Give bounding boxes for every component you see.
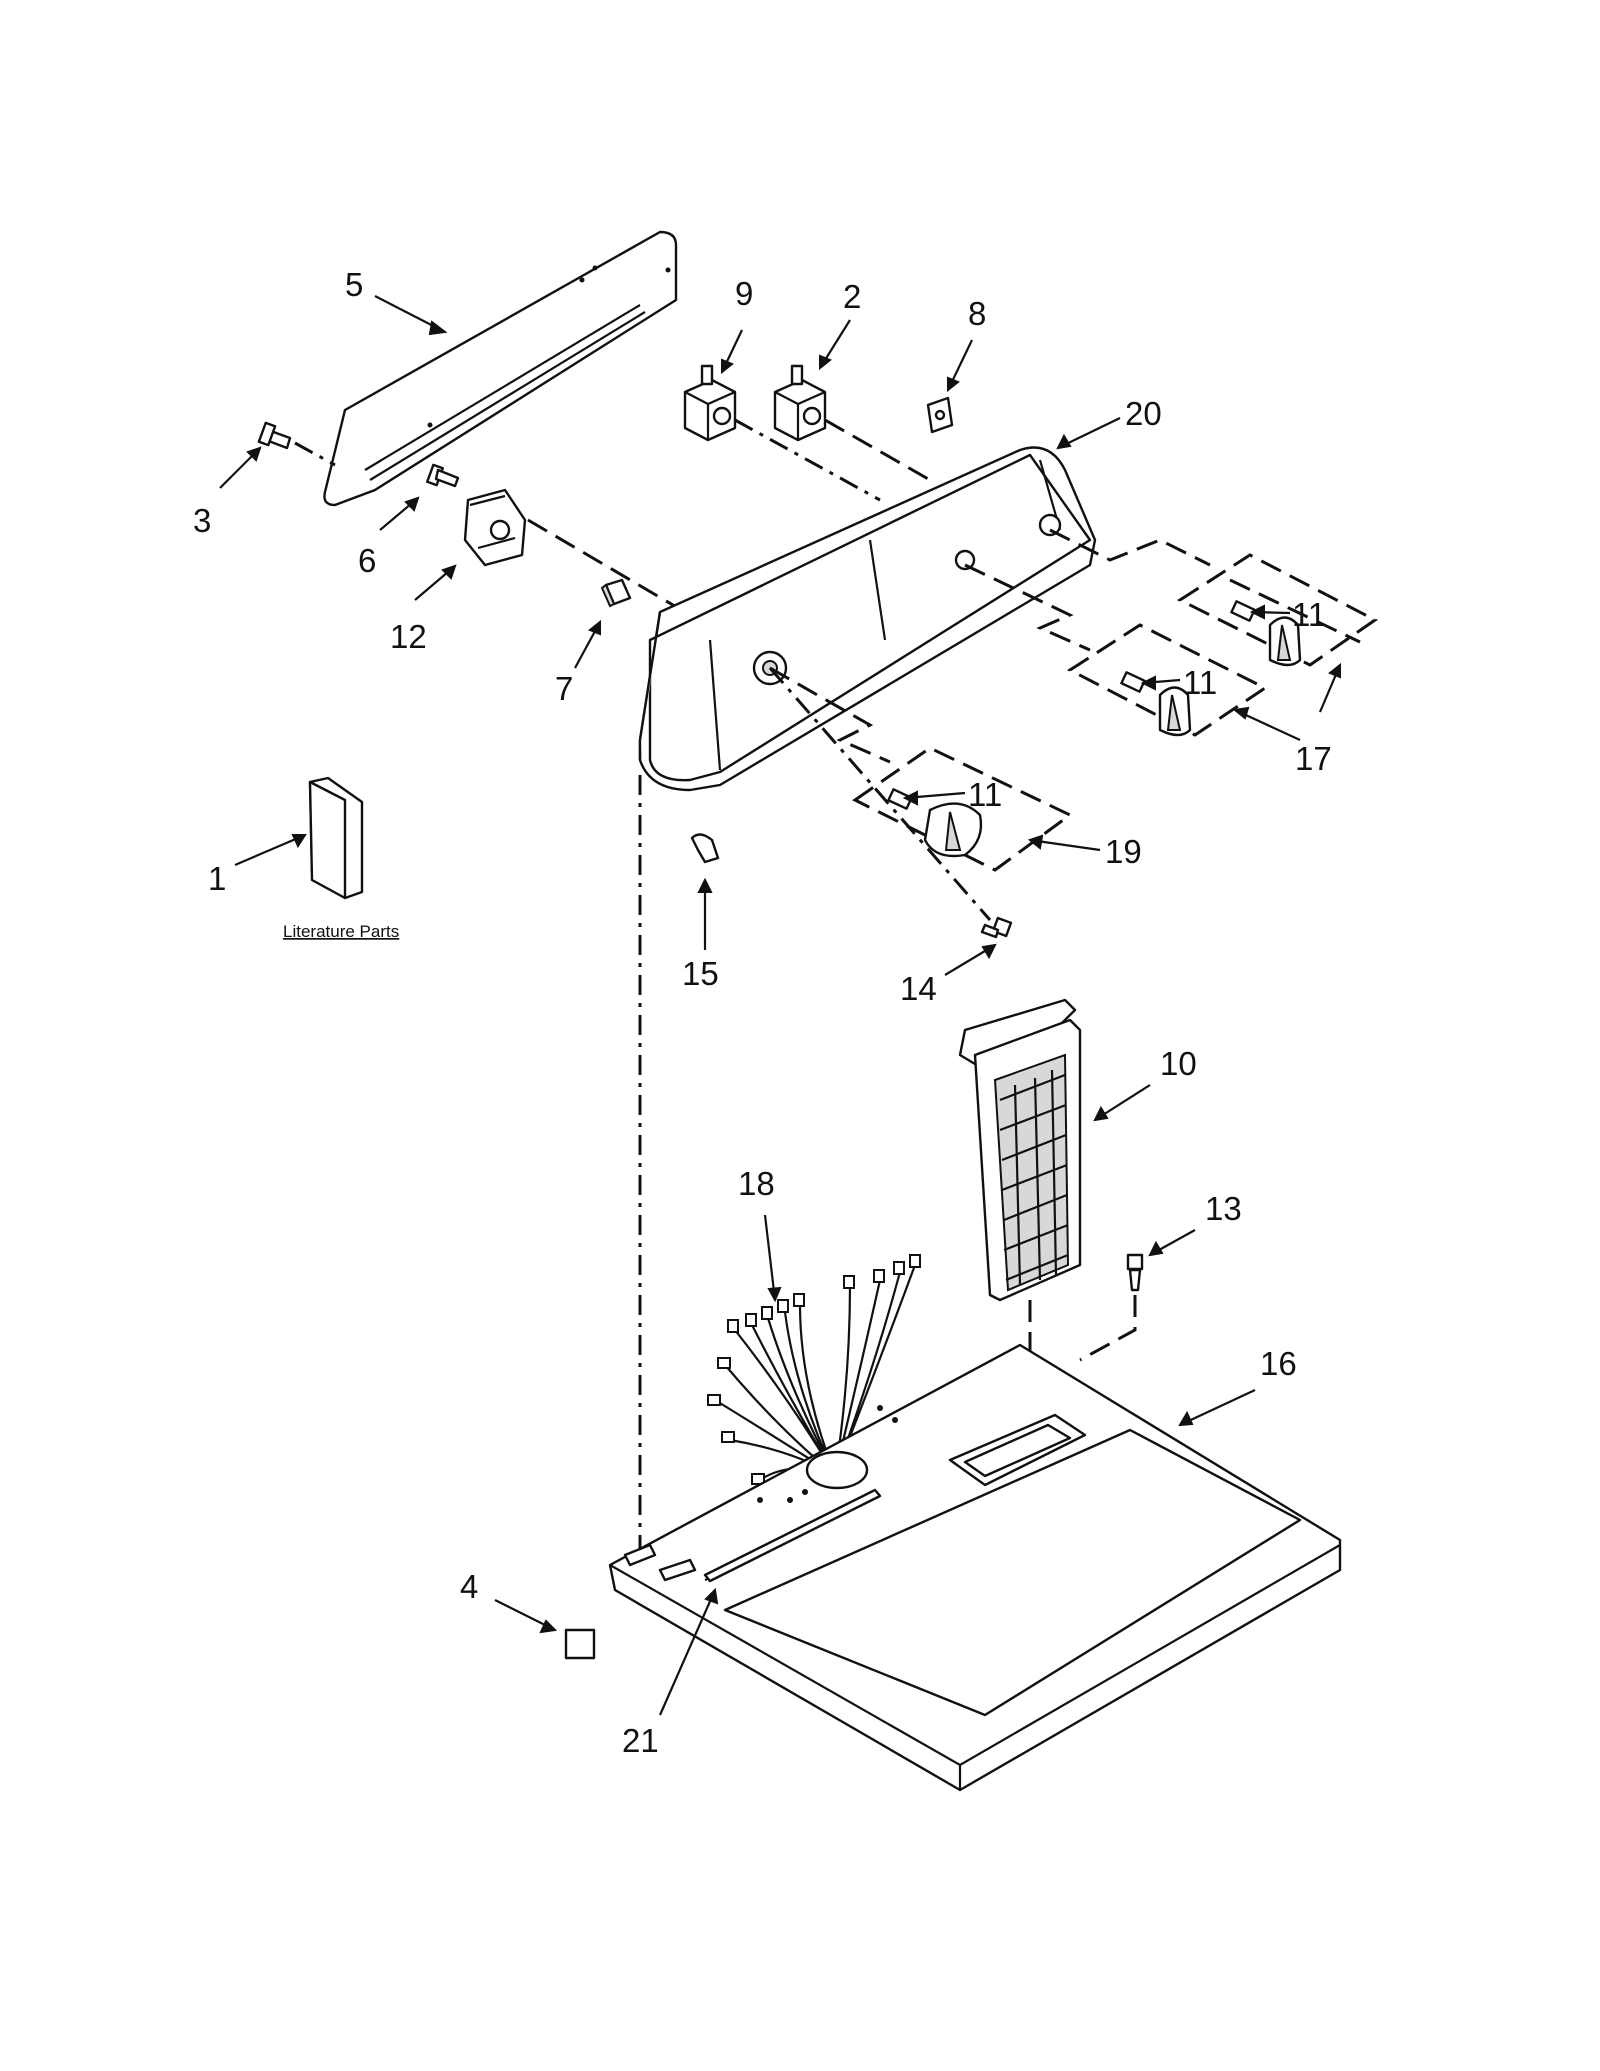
callout-14: 14 bbox=[900, 970, 937, 1007]
callout-21: 21 bbox=[622, 1722, 659, 1759]
part-17-knob-assembly bbox=[1067, 553, 1378, 737]
part-6-screw bbox=[426, 463, 460, 488]
part-18-wire-harness bbox=[707, 1254, 921, 1485]
part-20-console bbox=[638, 446, 1097, 792]
callout-8: 8 bbox=[968, 295, 986, 332]
callout-7: 7 bbox=[555, 670, 573, 707]
callout-12: 12 bbox=[390, 618, 427, 655]
part-3-screw bbox=[257, 421, 336, 467]
callout-20: 20 bbox=[1125, 395, 1162, 432]
callout-16: 16 bbox=[1260, 1345, 1297, 1382]
callout-19: 19 bbox=[1105, 833, 1142, 870]
callout-leaders bbox=[219, 295, 1342, 1716]
callout-4: 4 bbox=[460, 1568, 478, 1605]
callout-18: 18 bbox=[738, 1165, 775, 1202]
callout-3: 3 bbox=[193, 502, 211, 539]
callout-11a: 11 bbox=[1292, 596, 1326, 633]
callout-10: 10 bbox=[1160, 1045, 1197, 1082]
part-4-square bbox=[564, 1628, 596, 1660]
callout-17: 17 bbox=[1295, 740, 1332, 777]
callout-11b: 11 bbox=[1183, 664, 1217, 701]
part-16-top-panel bbox=[608, 1343, 1342, 1792]
callout-13: 13 bbox=[1205, 1190, 1242, 1227]
part-10-lint-filter bbox=[958, 998, 1082, 1400]
part-21-strip bbox=[703, 1488, 882, 1583]
callout-15: 15 bbox=[682, 955, 719, 992]
part-5-console-rear-panel bbox=[323, 230, 678, 507]
part-9-switch bbox=[683, 364, 881, 502]
callout-6: 6 bbox=[358, 542, 376, 579]
callout-5: 5 bbox=[345, 266, 363, 303]
part-15-clip bbox=[690, 833, 720, 864]
callout-2: 2 bbox=[843, 278, 861, 315]
part-19-knob-assembly bbox=[852, 746, 1073, 872]
callout-9: 9 bbox=[735, 275, 753, 312]
callout-11c: 11 bbox=[968, 776, 1002, 813]
literature-parts-label: Literature Parts bbox=[283, 922, 399, 941]
callout-labels: 5 3 6 12 7 9 2 8 20 11 11 17 11 19 1 15 … bbox=[193, 266, 1332, 1759]
part-13-screw bbox=[1079, 1253, 1144, 1362]
part-14-screw bbox=[980, 916, 1013, 939]
part-1-literature bbox=[308, 776, 364, 900]
part-2-switch bbox=[773, 364, 931, 482]
part-8-clip bbox=[926, 396, 954, 434]
part-7-clip bbox=[600, 578, 632, 608]
part-12-timer bbox=[463, 488, 691, 617]
callout-1: 1 bbox=[208, 860, 226, 897]
